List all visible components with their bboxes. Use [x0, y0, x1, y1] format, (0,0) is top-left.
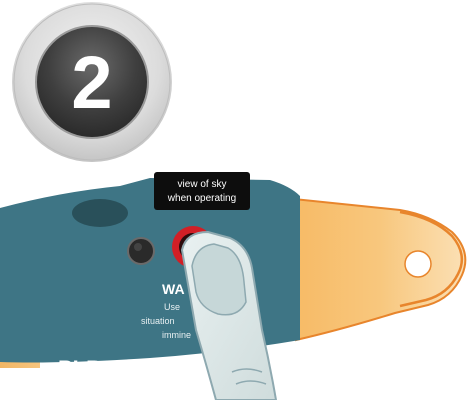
warning-line3: immine — [162, 330, 191, 340]
device-label-line2: when operating — [167, 193, 236, 204]
warning-line2: situation — [141, 316, 175, 326]
warning-line1: Use — [164, 302, 180, 312]
step-badge: 2 — [12, 2, 172, 162]
warning-title: WA — [162, 281, 185, 297]
strap-hole — [405, 251, 431, 277]
device-label — [154, 172, 250, 210]
test-button[interactable] — [128, 238, 154, 264]
step-number: 2 — [71, 41, 112, 124]
device-label-line1: view of sky — [178, 179, 227, 190]
